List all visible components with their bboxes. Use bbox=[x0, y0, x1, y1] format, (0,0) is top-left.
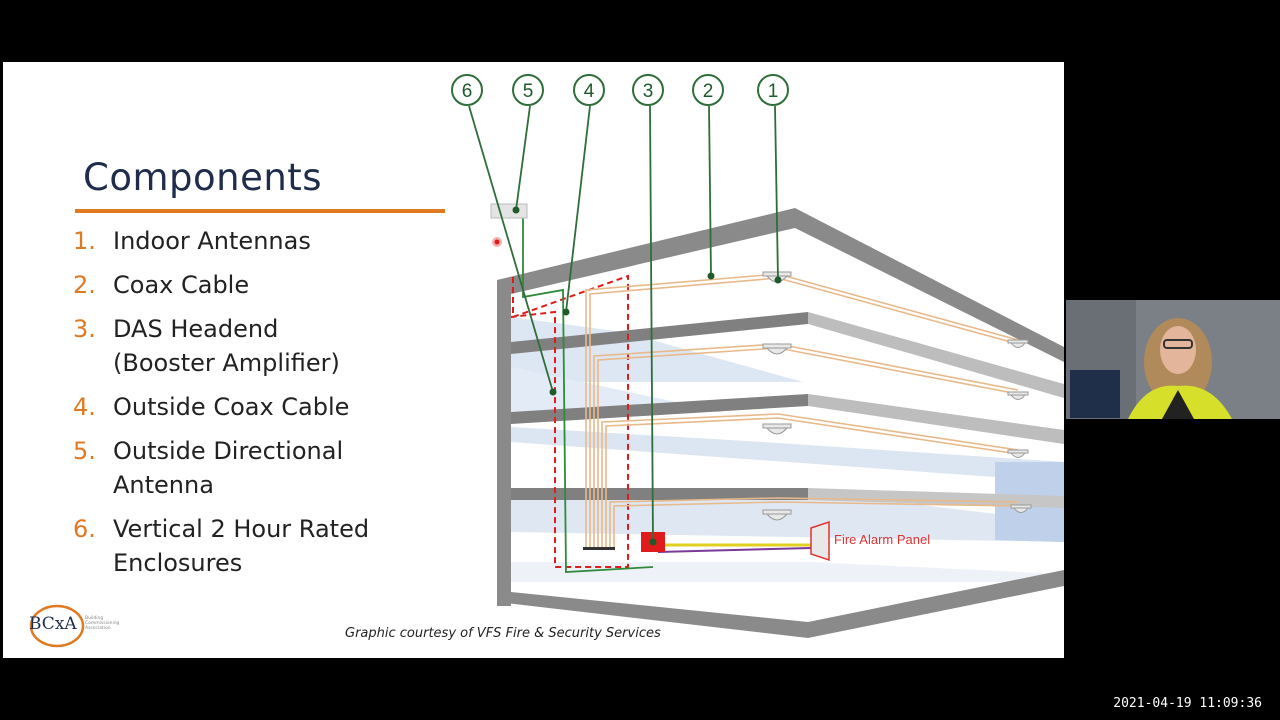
item-text: Coax Cable bbox=[113, 271, 250, 299]
floor-slab bbox=[808, 394, 1064, 444]
item-text: (Booster Amplifier) bbox=[113, 349, 340, 377]
recording-timestamp: 2021-04-19 11:09:36 bbox=[1113, 696, 1262, 711]
logo-text: BCxA bbox=[29, 614, 77, 634]
list-item: 2. Coax Cable bbox=[73, 268, 453, 302]
indoor-antenna-icon bbox=[1007, 339, 1029, 348]
rated-enclosure bbox=[510, 274, 629, 568]
list-item: 1. Indoor Antennas bbox=[73, 224, 453, 258]
list-item: 6. Vertical 2 Hour Rated Enclosures bbox=[73, 512, 453, 580]
svg-text:5: 5 bbox=[523, 81, 534, 102]
indoor-antenna-icon bbox=[762, 509, 792, 521]
svg-text:4: 4 bbox=[584, 81, 595, 102]
item-text: Vertical 2 Hour Rated bbox=[113, 515, 370, 543]
item-text: Indoor Antennas bbox=[113, 227, 311, 255]
indoor-antenna-icon bbox=[1010, 504, 1032, 513]
list-item: 5. Outside Directional Antenna bbox=[73, 434, 453, 502]
callout-6: 6 bbox=[451, 74, 483, 106]
indoor-antenna-icon bbox=[762, 343, 792, 355]
callout-1: 1 bbox=[757, 74, 789, 106]
item-text: Outside Coax Cable bbox=[113, 393, 350, 421]
item-number: 1. bbox=[73, 227, 96, 255]
item-text: Enclosures bbox=[113, 549, 243, 577]
title-underline bbox=[75, 209, 445, 213]
coax-cables bbox=[585, 273, 1019, 550]
webcam-video-feed[interactable] bbox=[1066, 300, 1280, 419]
item-number: 2. bbox=[73, 271, 96, 299]
indoor-antenna-icon bbox=[762, 423, 792, 435]
item-number: 3. bbox=[73, 315, 96, 343]
indoor-antennas bbox=[762, 271, 1032, 521]
floor-shading bbox=[511, 317, 803, 382]
item-text: DAS Headend bbox=[113, 315, 279, 343]
item-text: Antenna bbox=[113, 471, 214, 499]
svg-text:1: 1 bbox=[768, 81, 779, 102]
callout-dots bbox=[512, 206, 782, 546]
das-building-diagram: Fire Alarm Panel bbox=[451, 74, 1064, 638]
fire-alarm-panel-icon bbox=[810, 520, 830, 562]
callout-leaders bbox=[468, 105, 779, 543]
floor-slab bbox=[808, 312, 1064, 398]
floor-shading bbox=[511, 427, 1064, 482]
ground-floor bbox=[497, 570, 1064, 638]
callout-5: 5 bbox=[512, 74, 544, 106]
slide-title: Components bbox=[83, 156, 323, 199]
item-text: Outside Directional bbox=[113, 437, 344, 465]
component-list: 1. Indoor Antennas 2. Coax Cable 3. DAS … bbox=[73, 224, 453, 590]
indoor-antenna-icon bbox=[1007, 391, 1029, 400]
svg-text:3: 3 bbox=[643, 81, 654, 102]
callout-2: 2 bbox=[692, 74, 724, 106]
list-item: 3. DAS Headend (Booster Amplifier) bbox=[73, 312, 453, 380]
floor-slab bbox=[808, 488, 1064, 508]
svg-text:2: 2 bbox=[703, 81, 714, 102]
item-number: 5. bbox=[73, 437, 96, 465]
outside-coax-cable bbox=[522, 212, 654, 573]
bcxa-logo: BCxA Building Commissioning Association bbox=[17, 600, 127, 650]
svg-text:6: 6 bbox=[462, 81, 473, 102]
item-number: 6. bbox=[73, 515, 96, 543]
cable-junction bbox=[583, 547, 615, 550]
indoor-antenna-icon bbox=[1007, 449, 1029, 458]
presenter-video-icon bbox=[1066, 300, 1280, 419]
outside-antenna-icon bbox=[490, 203, 528, 219]
building-wall bbox=[497, 280, 511, 606]
presentation-slide: Components 1. Indoor Antennas 2. Coax Ca… bbox=[3, 62, 1064, 658]
logo-swoosh-icon bbox=[29, 604, 85, 648]
item-number: 4. bbox=[73, 393, 96, 421]
graphic-credit: Graphic courtesy of VFS Fire & Security … bbox=[345, 626, 661, 641]
list-item: 4. Outside Coax Cable bbox=[73, 390, 453, 424]
floor-shading bbox=[511, 562, 1064, 582]
logo-subtitle: Building Commissioning Association bbox=[85, 616, 120, 631]
panel-wire bbox=[657, 547, 812, 553]
fire-alarm-panel-label: Fire Alarm Panel bbox=[834, 532, 930, 547]
callout-4: 4 bbox=[573, 74, 605, 106]
callout-3: 3 bbox=[632, 74, 664, 106]
